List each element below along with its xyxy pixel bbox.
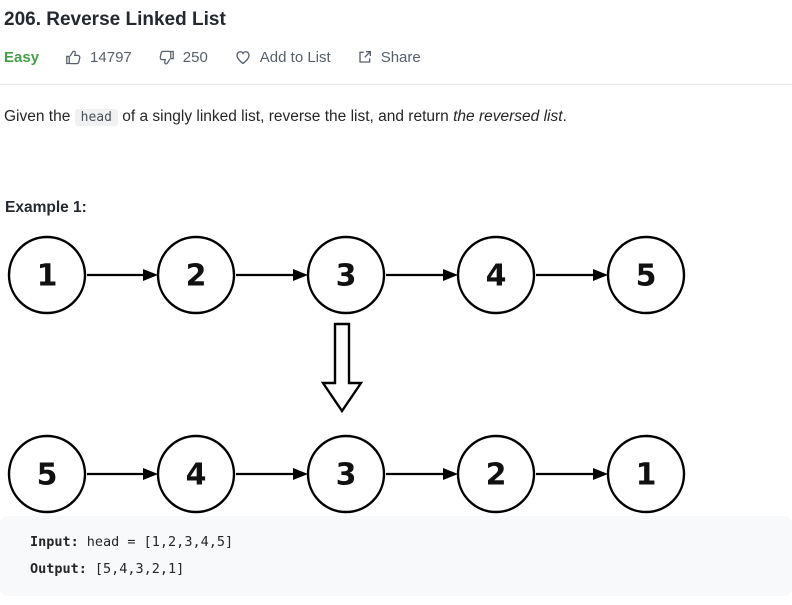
problem-description: Given the head of a singly linked list, … [4,106,788,129]
dislike-count: 250 [182,48,208,66]
add-to-list-button[interactable]: Add to List [234,48,331,66]
description-text: . [562,108,567,125]
description-text: of a singly linked list, reverse the lis… [117,108,454,125]
input-value: head = [1,2,3,4,5] [86,534,234,550]
dislike-button[interactable]: 250 [158,49,208,66]
add-to-list-label: Add to List [259,48,331,66]
share-label: Share [380,48,421,66]
share-icon [357,49,373,65]
thumbs-up-icon [65,49,82,66]
list-node-circle [7,434,87,514]
problem-title: 206. Reverse Linked List [4,9,226,30]
reverse-transform-arrow-icon [320,322,364,414]
problem-meta-bar: Easy 14797 250 Add to List [4,46,792,68]
linked-list-diagram: 1 2 3 4 5 5 4 3 2 1 [0,232,692,514]
share-button[interactable]: Share [357,49,421,66]
list-node-value: 1 [37,259,58,294]
list-node-value: 1 [636,458,657,493]
list-node-circle [306,235,386,315]
list-node-value: 3 [336,259,357,294]
list-node-circle [606,235,686,315]
list-node-circle [606,434,686,514]
input-label: Input: [30,534,79,550]
example-output-line: Output: [5,4,3,2,1] [30,556,762,583]
like-button[interactable]: 14797 [65,49,132,66]
difficulty-badge: Easy [4,48,40,66]
output-label: Output: [30,561,87,577]
example-heading: Example 1: [5,199,87,216]
list-node-value: 3 [336,458,357,493]
description-text: Given the [4,108,75,125]
list-node-circle [456,434,536,514]
list-node-circle [7,235,87,315]
example-code-block: Input: head = [1,2,3,4,5] Output: [5,4,3,2… [0,516,792,596]
list-node-value: 2 [486,458,507,493]
list-node-value: 4 [186,458,207,493]
example-input-line: Input: head = [1,2,3,4,5] [30,529,762,556]
list-node-circle [156,434,236,514]
description-emphasis: the reversed list [453,108,563,125]
list-node-value: 4 [486,259,507,294]
list-node-value: 2 [186,259,207,294]
list-node-circle [306,434,386,514]
heart-icon [234,48,252,66]
list-node-circle [456,235,536,315]
inline-code-head: head [74,109,118,126]
divider [0,84,792,85]
list-node-circle [156,235,236,315]
output-value: [5,4,3,2,1] [94,561,185,577]
list-node-value: 5 [37,458,58,493]
like-count: 14797 [90,48,132,66]
thumbs-down-icon [158,49,175,66]
list-node-value: 5 [636,259,657,294]
